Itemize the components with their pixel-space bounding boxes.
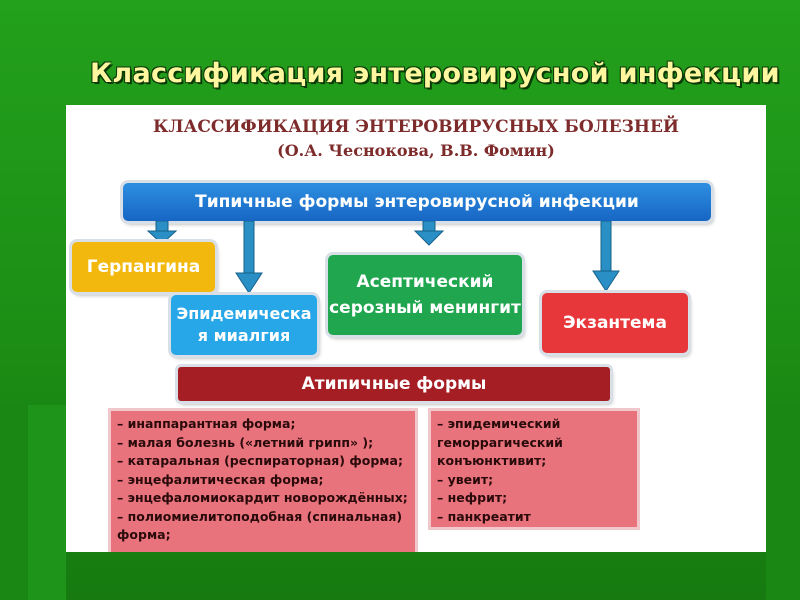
herpangina-box: Герпангина <box>72 242 215 292</box>
list-item: конъюнктивит; <box>437 453 547 468</box>
atypical-forms-box: Атипичные формы <box>178 367 610 401</box>
meningitis-box: Асептический серозный менингит <box>328 255 522 335</box>
myalgia-label-line2: я миалгия <box>197 326 291 345</box>
list-item: – нефрит; <box>437 490 508 505</box>
myalgia-label-line1: Эпидемическа <box>176 304 312 323</box>
list-item: – панкреатит <box>437 508 531 524</box>
diagram-panel: КЛАССИФИКАЦИЯ ЭНТЕРОВИРУСНЫХ БОЛЕЗНЕЙ (О… <box>66 105 766 552</box>
list-item: – катаральная (респираторная) форма; <box>117 453 403 468</box>
exanthema-label: Экзантема <box>563 313 667 333</box>
background-step-left-inner <box>28 405 66 600</box>
diagram-authors: (О.А. Чеснокова, В.В. Фомин) <box>277 141 555 160</box>
list-item: – энцефаломиокардит новорождённых; <box>117 490 408 505</box>
list-item: форма; <box>117 527 171 542</box>
arrow-to-myalgia-icon <box>235 221 263 294</box>
atypical-list-right: – эпидемический геморрагический конъюнкт… <box>428 408 640 530</box>
arrow-to-meningitis-icon <box>413 221 445 246</box>
list-item: – энцефалитическая форма; <box>117 471 324 487</box>
diagram-heading: КЛАССИФИКАЦИЯ ЭНТЕРОВИРУСНЫХ БОЛЕЗНЕЙ <box>153 117 679 137</box>
list-item: – эпидемический <box>437 416 561 431</box>
atypical-list-left: – инаппарантная форма; – малая болезнь (… <box>108 408 418 552</box>
meningitis-label-line2: серозный менингит <box>329 298 521 318</box>
myalgia-box: Эпидемическа я миалгия <box>171 295 317 355</box>
atypical-forms-label: Атипичные формы <box>301 374 487 394</box>
list-item: – малая болезнь («летний грипп» ); <box>117 434 374 450</box>
list-item: геморрагический <box>437 434 563 450</box>
typical-forms-box: Типичные формы энтеровирусной инфекции <box>123 183 711 221</box>
arrow-to-exanthema-icon <box>592 221 620 292</box>
exanthema-box: Экзантема <box>542 293 688 353</box>
background-step-right <box>766 405 800 600</box>
list-item: – полиомиелитоподобная (спинальная) <box>117 508 403 524</box>
list-item: – увеит; <box>437 471 494 487</box>
meningitis-label-line1: Асептический <box>356 272 494 292</box>
arrow-to-herpangina-icon <box>146 221 178 245</box>
list-item: – инаппарантная форма; <box>117 416 296 431</box>
typical-forms-label: Типичные формы энтеровирусной инфекции <box>195 192 639 212</box>
herpangina-label: Герпангина <box>86 257 201 277</box>
slide-title: Классификация энтеровирусной инфекции <box>90 58 780 89</box>
